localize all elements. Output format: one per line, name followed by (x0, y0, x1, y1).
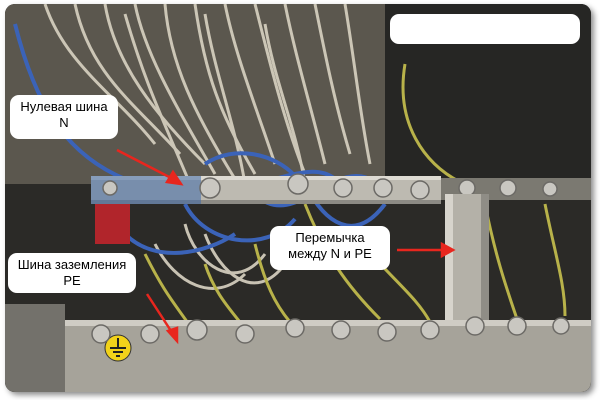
callout-arrows (116, 148, 456, 345)
jumper-desc: между N и PE (288, 246, 372, 261)
neutral-bus-bolts (102, 173, 558, 200)
ground-bus-code: PE (63, 273, 81, 288)
ground-symbol-icon (104, 334, 132, 362)
blank-callout (390, 14, 580, 44)
panel-illustration (5, 4, 591, 392)
ground-bus-bolts (91, 316, 570, 344)
ground-bus-callout: Шина заземления PE (8, 253, 136, 293)
electrical-panel-photo (5, 4, 591, 392)
jumper-callout: Перемычка между N и PE (270, 226, 390, 270)
ground-bus-label: Шина заземления (17, 257, 127, 272)
neutral-bus-callout: Нулевая шина N (10, 95, 118, 139)
jumper-label: Перемычка (295, 230, 365, 245)
neutral-bus-label: Нулевая шина (20, 99, 108, 114)
neutral-bus-code: N (59, 115, 69, 130)
